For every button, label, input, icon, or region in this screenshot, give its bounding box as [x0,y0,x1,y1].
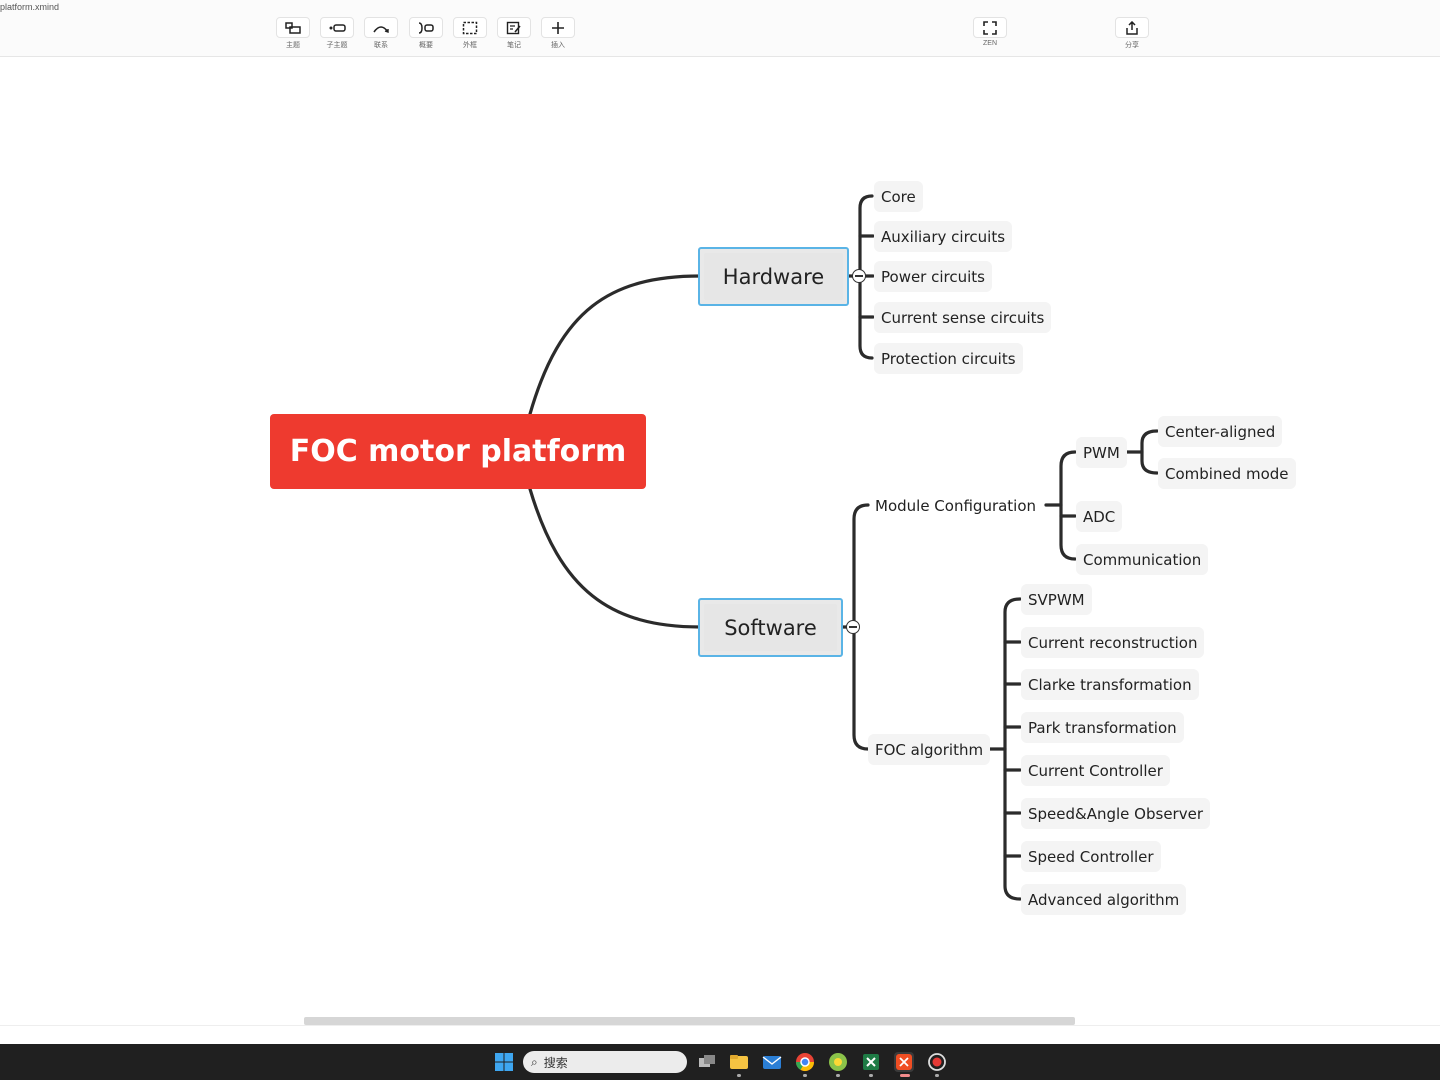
insert-label: 插入 [551,42,565,49]
status-strip [0,1025,1440,1044]
summary-label: 概要 [419,42,433,49]
subtopic-protection-circuits[interactable]: Protection circuits [874,343,1023,374]
note-icon [506,21,521,35]
running-indicator [869,1074,873,1077]
subtopic-combined-mode[interactable]: Combined mode [1158,458,1296,489]
chrome-icon[interactable] [795,1052,815,1072]
search-placeholder: 搜索 [543,1055,568,1070]
subtopic-auxiliary-circuits[interactable]: Auxiliary circuits [874,221,1013,252]
subtopic-svpwm[interactable]: SVPWM [1021,584,1092,615]
subtopic-speed-angle-observer[interactable]: Speed&Angle Observer [1021,798,1210,829]
share-button[interactable]: 分享 [1115,17,1149,53]
subtopic-clarke-transformation[interactable]: Clarke transformation [1021,669,1199,700]
topic-software[interactable]: Software [698,598,843,657]
summary-button[interactable]: 概要 [409,17,443,53]
insert-icon [552,22,564,34]
fullscreen-icon [983,21,997,35]
topic-hardware[interactable]: Hardware [698,247,849,306]
file-explorer-icon[interactable] [729,1052,749,1072]
zen-label: ZEN [983,40,997,47]
subtopic-label: 子主题 [326,42,348,49]
share-icon [1126,21,1138,35]
zen-mode-button[interactable]: ZEN [973,17,1007,53]
subtopic-adc[interactable]: ADC [1076,501,1123,532]
toolbar: platform.xmind 主题 子主题 联系 概要 外框 笔记 插入 [0,0,1440,57]
boundary-button[interactable]: 外框 [453,17,487,53]
search-icon: ⌕ [531,1054,538,1069]
horizontal-scrollbar[interactable] [304,1017,1075,1025]
subtopic-current-sense-circuits[interactable]: Current sense circuits [874,302,1052,333]
note-button[interactable]: 笔记 [497,17,531,53]
windows-taskbar: ⌕ 搜索 [0,1044,1440,1080]
file-title: platform.xmind [0,2,60,12]
subtopic-current-reconstruction[interactable]: Current reconstruction [1021,627,1205,658]
windows-start-icon[interactable] [494,1052,514,1072]
running-indicator [737,1074,741,1077]
summary-icon [418,22,434,34]
boundary-icon [462,21,478,35]
subtopic-button[interactable]: 子主题 [320,17,354,53]
running-indicator [803,1074,807,1077]
app-green-icon[interactable] [828,1052,848,1072]
subtopic-center-aligned[interactable]: Center-aligned [1158,416,1283,447]
subtopic-current-controller[interactable]: Current Controller [1021,755,1170,786]
share-label: 分享 [1125,42,1139,49]
boundary-label: 外框 [463,42,477,49]
topic-software-label: Software [704,604,837,651]
mail-icon[interactable] [762,1052,782,1072]
record-icon[interactable] [927,1052,947,1072]
subtopic-speed-controller[interactable]: Speed Controller [1021,841,1161,872]
subtopic-power-circuits[interactable]: Power circuits [874,261,992,292]
central-topic[interactable]: FOC motor platform [270,414,646,489]
insert-button[interactable]: 插入 [541,17,575,53]
running-indicator [935,1074,939,1077]
task-view-icon[interactable] [697,1052,717,1072]
relationship-button[interactable]: 联系 [364,17,398,53]
taskbar-search[interactable]: ⌕ 搜索 [523,1051,687,1073]
collapse-hardware-button[interactable] [852,269,866,283]
active-indicator [900,1074,910,1077]
subtopic-advanced-algorithm[interactable]: Advanced algorithm [1021,884,1187,915]
mindmap-canvas[interactable] [0,57,1440,1025]
collapse-software-button[interactable] [846,620,860,634]
xmind-icon[interactable] [894,1052,914,1072]
relationship-icon [373,26,389,33]
topic-hardware-label: Hardware [704,253,843,300]
note-label: 笔记 [507,42,521,49]
subtopic-park-transformation[interactable]: Park transformation [1021,712,1184,743]
subtopic-pwm[interactable]: PWM [1076,437,1127,468]
running-indicator [836,1074,840,1077]
subtopic-icon [329,24,346,32]
subtopic-communication[interactable]: Communication [1076,544,1209,575]
subtopic-foc-algorithm[interactable]: FOC algorithm [868,734,991,765]
excel-icon[interactable] [861,1052,881,1072]
relationship-label: 联系 [374,42,388,49]
topic-label: 主题 [286,42,300,49]
topic-button[interactable]: 主题 [276,17,310,53]
subtopic-core[interactable]: Core [874,181,923,212]
subtopic-module-configuration[interactable]: Module Configuration [875,496,1037,515]
topic-icon [285,22,301,34]
